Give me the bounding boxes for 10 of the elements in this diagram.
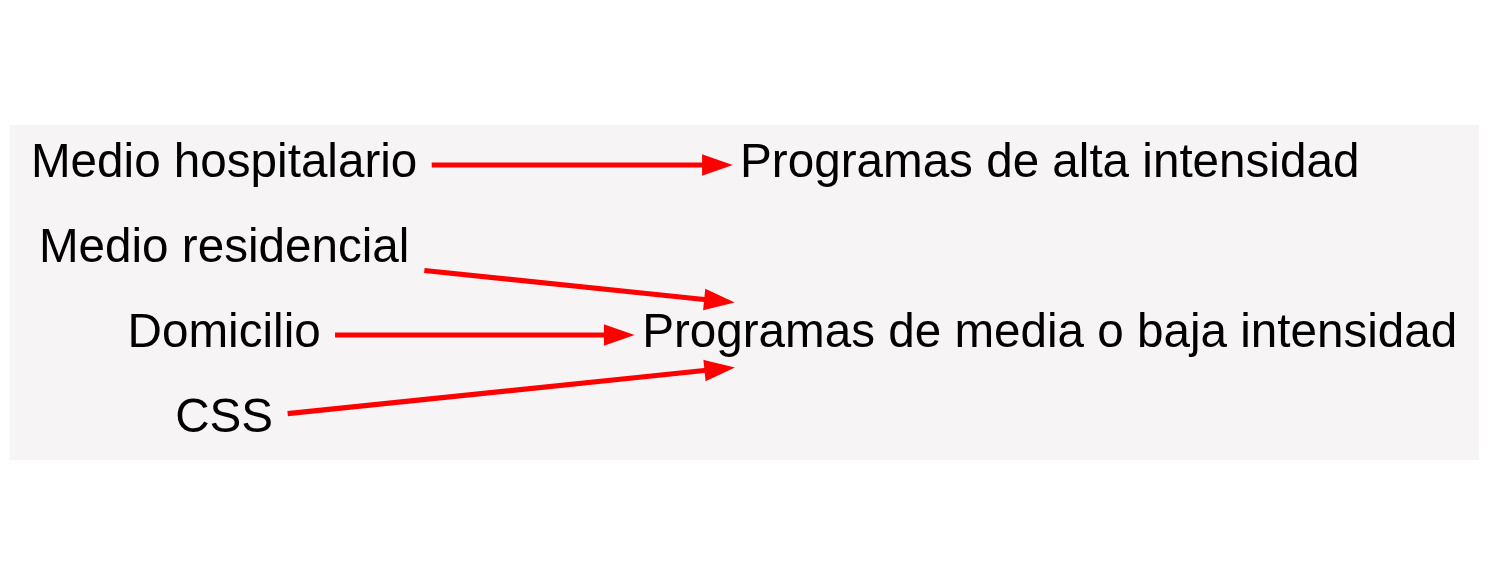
node-text: Programas de alta intensidad (740, 133, 1360, 187)
arrow (424, 267, 735, 311)
node-text: Medio hospitalario (30, 133, 418, 187)
node-text: Medio residencial (38, 218, 410, 272)
arrow (335, 324, 635, 346)
arrow (287, 359, 735, 417)
arrow (431, 154, 733, 176)
node-text: Domicilio (127, 303, 321, 357)
node-text: Programas de media o baja intensidad (642, 303, 1458, 357)
node-text: CSS (175, 388, 274, 442)
